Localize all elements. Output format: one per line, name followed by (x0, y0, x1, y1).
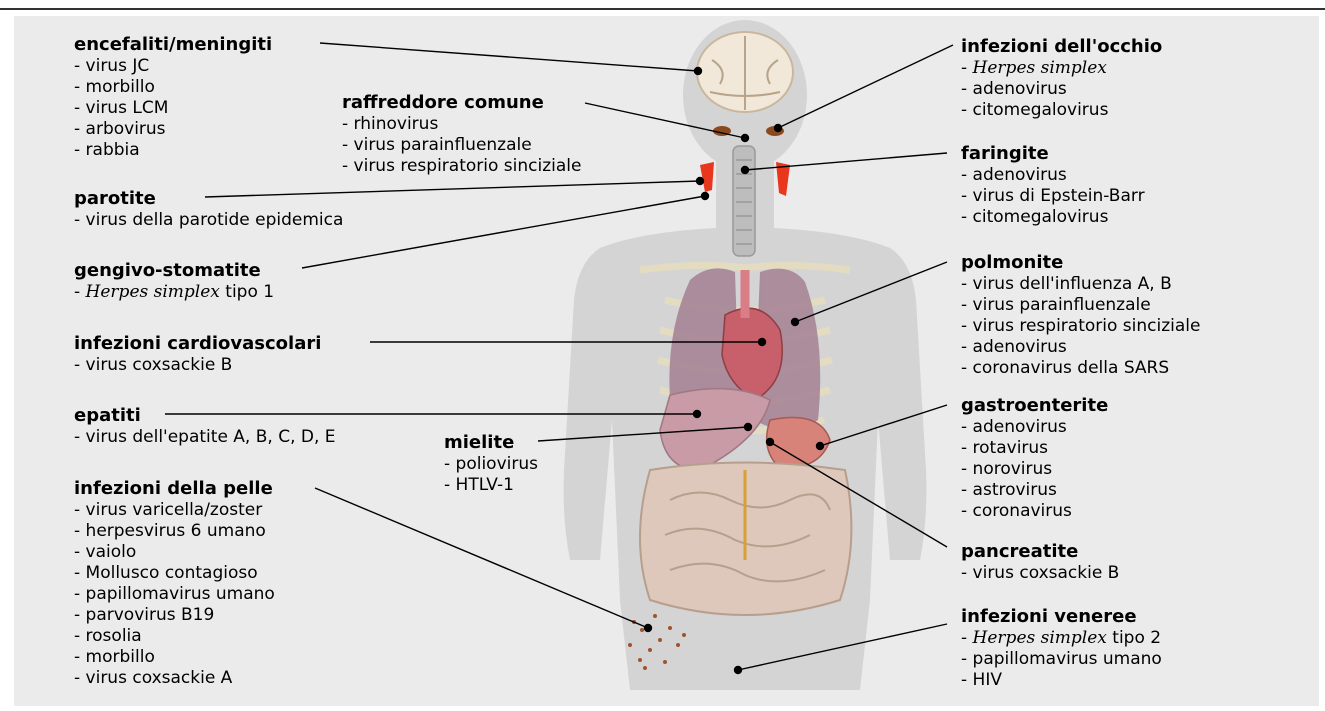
label-parotitis: parotite - virus della parotide epidemic… (74, 188, 343, 231)
gastroenteritis-title: gastroenterite (961, 395, 1108, 417)
venereal-infections-item: - Herpes simplex tipo 2 (961, 628, 1162, 649)
gastroenteritis-item: - coronavirus (961, 501, 1108, 522)
parotitis-item: - virus della parotide epidemica (74, 210, 343, 231)
label-gingivostomatitis: gengivo-stomatite - Herpes simplex tipo … (74, 260, 274, 303)
common-cold-item: - rhinovirus (342, 114, 581, 135)
pneumonia-item: - coronavirus della SARS (961, 358, 1200, 379)
skin-infections-title: infezioni della pelle (74, 478, 275, 500)
label-gastroenteritis: gastroenterite - adenovirus - rotavirus … (961, 395, 1108, 522)
encephalitis-item: - virus LCM (74, 98, 272, 119)
skin-infections-item: - parvovirus B19 (74, 605, 275, 626)
gingivostomatitis-item: - Herpes simplex tipo 1 (74, 282, 274, 303)
pancreatitis-item: - virus coxsackie B (961, 563, 1119, 584)
trachea (733, 146, 755, 256)
skin-infections-item: - herpesvirus 6 umano (74, 521, 275, 542)
skin-infections-item: - virus coxsackie A (74, 668, 275, 689)
label-encephalitis: encefaliti/meningiti - virus JC - morbil… (74, 34, 272, 161)
label-hepatitis: epatiti - virus dell'epatite A, B, C, D,… (74, 405, 336, 448)
pharyngitis-item: - virus di Epstein-Barr (961, 186, 1145, 207)
hepatitis-title: epatiti (74, 405, 336, 427)
intestines (640, 463, 851, 616)
label-pneumonia: polmonite - virus dell'influenza A, B - … (961, 252, 1200, 379)
label-common-cold: raffreddore comune - rhinovirus - virus … (342, 92, 581, 177)
eye-infections-item: - Herpes simplex (961, 58, 1162, 79)
gastroenteritis-item: - adenovirus (961, 417, 1108, 438)
skin-infections-item: - morbillo (74, 647, 275, 668)
common-cold-item: - virus parainfluenzale (342, 135, 581, 156)
encephalitis-item: - virus JC (74, 56, 272, 77)
venereal-infections-item: - HIV (961, 670, 1162, 691)
skin-infections-item: - Mollusco contagioso (74, 563, 275, 584)
skin-infections-item: - papillomavirus umano (74, 584, 275, 605)
brain (697, 32, 793, 112)
cardiovascular-item: - virus coxsackie B (74, 355, 321, 376)
eye-infections-item: - citomegalovirus (961, 100, 1162, 121)
pharyngitis-item: - citomegalovirus (961, 207, 1145, 228)
myelitis-title: mielite (444, 432, 538, 454)
label-myelitis: mielite - poliovirus - HTLV-1 (444, 432, 538, 496)
pharyngitis-item: - adenovirus (961, 165, 1145, 186)
gastroenteritis-item: - rotavirus (961, 438, 1108, 459)
pharyngitis-title: faringite (961, 143, 1145, 165)
encephalitis-title: encefaliti/meningiti (74, 34, 272, 56)
encephalitis-item: - morbillo (74, 77, 272, 98)
pneumonia-item: - virus respiratorio sinciziale (961, 316, 1200, 337)
label-pancreatitis: pancreatite - virus coxsackie B (961, 541, 1119, 584)
label-cardiovascular: infezioni cardiovascolari - virus coxsac… (74, 333, 321, 376)
skin-infections-item: - virus varicella/zoster (74, 500, 275, 521)
venereal-infections-item: - papillomavirus umano (961, 649, 1162, 670)
encephalitis-item: - rabbia (74, 140, 272, 161)
pneumonia-item: - virus dell'influenza A, B (961, 274, 1200, 295)
eye-infections-item: - adenovirus (961, 79, 1162, 100)
cardiovascular-title: infezioni cardiovascolari (74, 333, 321, 355)
label-venereal-infections: infezioni veneree - Herpes simplex tipo … (961, 606, 1162, 691)
pneumonia-item: - adenovirus (961, 337, 1200, 358)
parotitis-title: parotite (74, 188, 343, 210)
gastroenteritis-item: - astrovirus (961, 480, 1108, 501)
label-eye-infections: infezioni dell'occhio - Herpes simplex -… (961, 36, 1162, 121)
skin-infections-item: - vaiolo (74, 542, 275, 563)
gingivostomatitis-title: gengivo-stomatite (74, 260, 274, 282)
common-cold-title: raffreddore comune (342, 92, 581, 114)
skin-infections-item: - rosolia (74, 626, 275, 647)
pneumonia-item: - virus parainfluenzale (961, 295, 1200, 316)
gastroenteritis-item: - norovirus (961, 459, 1108, 480)
myelitis-item: - HTLV-1 (444, 475, 538, 496)
label-skin-infections: infezioni della pelle - virus varicella/… (74, 478, 275, 689)
myelitis-item: - poliovirus (444, 454, 538, 475)
encephalitis-item: - arbovirus (74, 119, 272, 140)
venereal-infections-title: infezioni veneree (961, 606, 1162, 628)
pancreatitis-title: pancreatite (961, 541, 1119, 563)
hepatitis-item: - virus dell'epatite A, B, C, D, E (74, 427, 336, 448)
common-cold-item: - virus respiratorio sinciziale (342, 156, 581, 177)
label-pharyngitis: faringite - adenovirus - virus di Epstei… (961, 143, 1145, 228)
pneumonia-title: polmonite (961, 252, 1200, 274)
eye-infections-title: infezioni dell'occhio (961, 36, 1162, 58)
